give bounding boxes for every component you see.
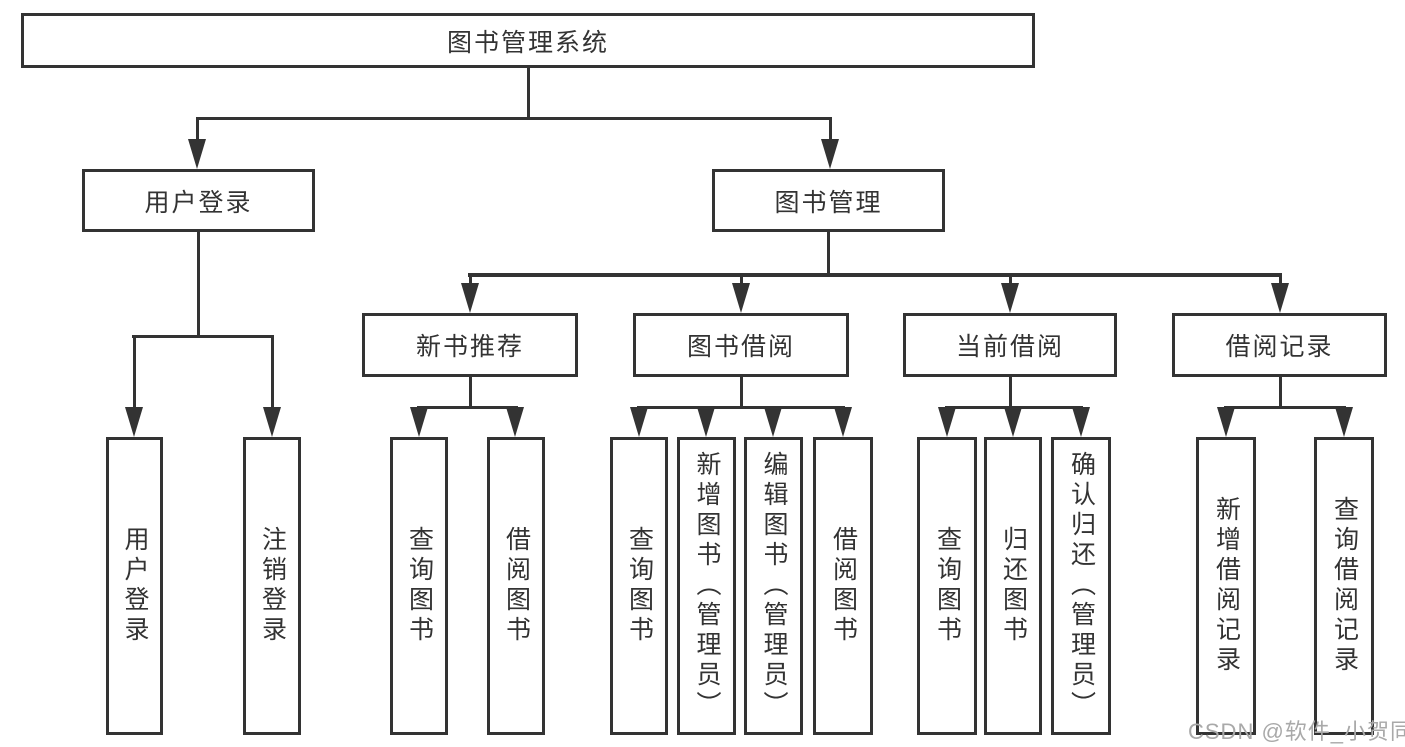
leaf-current-return-book: 归还图书 bbox=[984, 437, 1042, 735]
arrow-down-icon bbox=[410, 407, 428, 437]
connector-line bbox=[197, 232, 200, 335]
arrow-down-icon bbox=[125, 407, 143, 437]
leaf-current-query-book: 查询图书 bbox=[917, 437, 977, 735]
arrow-down-icon bbox=[263, 407, 281, 437]
node-new-book-recommend: 新书推荐 bbox=[362, 313, 578, 377]
connector-line bbox=[196, 117, 832, 120]
arrow-down-icon bbox=[938, 407, 956, 437]
connector-line bbox=[829, 117, 832, 141]
arrow-down-icon bbox=[506, 407, 524, 437]
arrow-down-icon bbox=[1271, 283, 1289, 313]
connector-line bbox=[469, 377, 472, 407]
leaf-borrow-edit-book-admin: 编辑图书（管理员） bbox=[744, 437, 803, 735]
arrow-down-icon bbox=[697, 407, 715, 437]
arrow-down-icon bbox=[1004, 407, 1022, 437]
connector-line bbox=[417, 406, 518, 409]
leaf-user-login-label: 用户登录 bbox=[121, 526, 149, 646]
leaf-logout-label: 注销登录 bbox=[258, 526, 287, 646]
node-root-label: 图书管理系统 bbox=[446, 28, 609, 57]
leaf-current-query-book-label: 查询图书 bbox=[933, 526, 962, 646]
connector-line bbox=[1009, 377, 1012, 407]
leaf-borrow-query-book: 查询图书 bbox=[610, 437, 668, 735]
connector-line bbox=[527, 68, 530, 117]
leaf-borrow-borrow-book-label: 借阅图书 bbox=[829, 526, 858, 646]
node-user-login: 用户登录 bbox=[82, 169, 315, 232]
node-root: 图书管理系统 bbox=[21, 13, 1035, 68]
connector-line bbox=[827, 232, 830, 273]
leaf-records-add-record: 新增借阅记录 bbox=[1196, 437, 1256, 735]
connector-line bbox=[1224, 406, 1346, 409]
leaf-current-confirm-return-admin-label: 确认归还（管理员） bbox=[1067, 451, 1096, 721]
connector-line bbox=[271, 335, 274, 409]
node-book-management-label: 图书管理 bbox=[774, 188, 883, 217]
leaf-borrow-add-book-admin-label: 新增图书（管理员） bbox=[693, 451, 721, 721]
arrow-down-icon bbox=[732, 283, 750, 313]
connector-line bbox=[469, 273, 472, 285]
connector-line bbox=[1279, 273, 1282, 285]
arrow-down-icon bbox=[834, 407, 852, 437]
node-book-borrow: 图书借阅 bbox=[633, 313, 849, 377]
node-book-management: 图书管理 bbox=[712, 169, 945, 232]
leaf-records-query-record-label: 查询借阅记录 bbox=[1330, 496, 1359, 676]
leaf-current-confirm-return-admin: 确认归还（管理员） bbox=[1051, 437, 1111, 735]
connector-line bbox=[740, 273, 743, 285]
leaf-recommend-borrow-book: 借阅图书 bbox=[487, 437, 545, 735]
connector-line bbox=[132, 335, 274, 338]
connector-line bbox=[1009, 273, 1012, 285]
leaf-records-query-record: 查询借阅记录 bbox=[1314, 437, 1374, 735]
arrow-down-icon bbox=[188, 139, 206, 169]
arrow-down-icon bbox=[1217, 407, 1235, 437]
connector-line bbox=[637, 406, 845, 409]
leaf-recommend-query-book: 查询图书 bbox=[390, 437, 448, 735]
arrow-down-icon bbox=[1335, 407, 1353, 437]
node-current-borrow-label: 当前借阅 bbox=[955, 333, 1064, 361]
leaf-borrow-borrow-book: 借阅图书 bbox=[813, 437, 873, 735]
connector-line bbox=[133, 335, 136, 409]
leaf-user-login: 用户登录 bbox=[106, 437, 163, 735]
node-user-login-label: 用户登录 bbox=[144, 188, 253, 217]
connector-line bbox=[468, 273, 1281, 277]
node-book-borrow-label: 图书借阅 bbox=[686, 333, 795, 361]
leaf-recommend-borrow-book-label: 借阅图书 bbox=[502, 526, 531, 646]
leaf-logout: 注销登录 bbox=[243, 437, 301, 735]
arrow-down-icon bbox=[764, 407, 782, 437]
node-current-borrow: 当前借阅 bbox=[903, 313, 1117, 377]
node-borrow-records: 借阅记录 bbox=[1172, 313, 1387, 377]
arrow-down-icon bbox=[1072, 407, 1090, 437]
leaf-borrow-edit-book-admin-label: 编辑图书（管理员） bbox=[760, 451, 788, 721]
leaf-borrow-add-book-admin: 新增图书（管理员） bbox=[677, 437, 736, 735]
connector-line bbox=[196, 117, 199, 141]
csdn-watermark: CSDN @软件_小贺同学 bbox=[1188, 719, 1405, 744]
leaf-current-return-book-label: 归还图书 bbox=[999, 526, 1028, 646]
node-new-book-recommend-label: 新书推荐 bbox=[415, 333, 524, 361]
leaf-records-add-record-label: 新增借阅记录 bbox=[1212, 496, 1241, 676]
leaf-borrow-query-book-label: 查询图书 bbox=[625, 526, 654, 646]
node-borrow-records-label: 借阅记录 bbox=[1225, 333, 1334, 361]
arrow-down-icon bbox=[1001, 283, 1019, 313]
leaf-recommend-query-book-label: 查询图书 bbox=[405, 526, 434, 646]
arrow-down-icon bbox=[821, 139, 839, 169]
connector-line bbox=[1279, 377, 1282, 407]
connector-line bbox=[740, 377, 743, 407]
arrow-down-icon bbox=[630, 407, 648, 437]
arrow-down-icon bbox=[461, 283, 479, 313]
